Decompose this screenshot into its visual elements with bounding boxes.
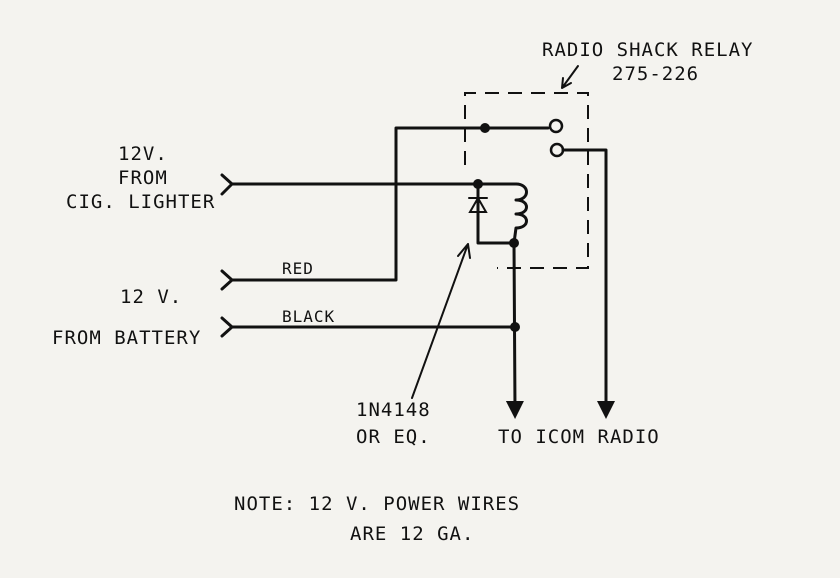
note-line-1: NOTE: 12 V. POWER WIRES: [234, 493, 520, 515]
red-wire-label: RED: [282, 259, 314, 278]
relay-coil: [512, 182, 528, 245]
cig-label-source: CIG. LIGHTER: [66, 191, 215, 213]
battery-black-input-arrow: [220, 316, 234, 338]
relay-label: RADIO SHACK RELAY: [542, 39, 753, 61]
switch-contact-no: [549, 142, 565, 158]
cig-label-voltage: 12V.: [118, 143, 168, 165]
switch-common-terminal: [480, 123, 490, 133]
note-line-2: ARE 12 GA.: [350, 523, 474, 545]
cig-label-from: FROM: [118, 167, 168, 189]
black-wire-label: BLACK: [282, 307, 335, 326]
red-wire: [230, 126, 550, 282]
diode-equivalent-note: OR EQ.: [356, 426, 431, 448]
diode-pointer-arrow: [411, 243, 471, 399]
ground-junction: [510, 322, 520, 332]
relay-pointer-arrow: [561, 65, 579, 89]
diode-branch: [476, 182, 516, 245]
diode-symbol: [468, 195, 488, 213]
cig-input-arrow: [220, 173, 234, 196]
relay-enclosure: [464, 92, 589, 269]
output-label: TO ICOM RADIO: [498, 426, 660, 448]
relay-part-number: 275-226: [612, 63, 699, 85]
switch-contact-nc: [548, 118, 564, 134]
battery-red-input-arrow: [220, 269, 234, 291]
battery-label-source: FROM BATTERY: [52, 327, 201, 349]
diode-part-number: 1N4148: [356, 399, 431, 421]
radio-positive-wire: [561, 148, 615, 419]
battery-label-voltage: 12 V.: [120, 286, 182, 308]
